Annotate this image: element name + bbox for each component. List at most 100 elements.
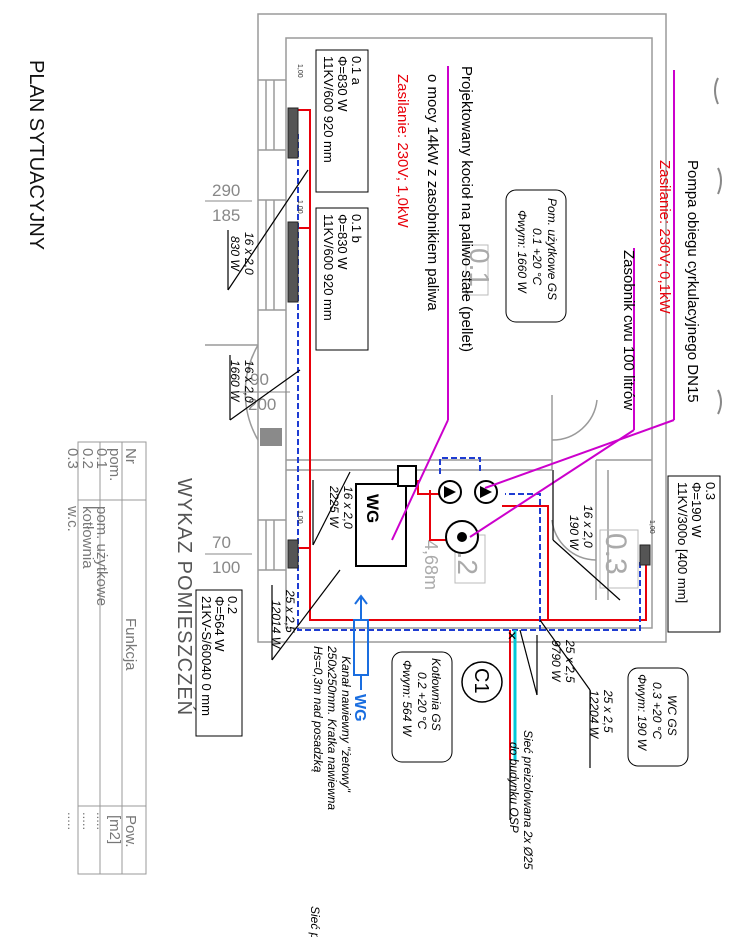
svg-text:do budynku OSP: do budynku OSP (507, 742, 521, 833)
svg-text:1,00: 1,00 (296, 200, 303, 214)
svg-text:200: 200 (248, 395, 276, 414)
plan-title: PLAN SYTUACYJNY (25, 60, 47, 250)
svg-text:16 x 2,0: 16 x 2,0 (341, 486, 355, 529)
boiler-power-label: o mocy 14kW z zasobnikiem paliwa (424, 74, 441, 311)
svg-text:4,68m: 4,68m (421, 540, 441, 590)
small-labels: 1,00 1,00 1,00 1,00 (296, 64, 655, 534)
leader-lines (227, 169, 621, 820)
svg-text:pom. użytkowe: pom. użytkowe (93, 506, 110, 606)
svg-text:Hs=0,3m nad posadzką: Hs=0,3m nad posadzką (311, 646, 325, 773)
tank-label: Zasobnik cwu 100 litrów (620, 250, 637, 410)
svg-text:1,00: 1,00 (296, 64, 303, 78)
svg-text:Pom. użytkowe GS: Pom. użytkowe GS (545, 198, 559, 300)
svg-text:0.3: 0.3 (64, 448, 81, 469)
svg-text:WG: WG (363, 494, 382, 523)
svg-text:Φwym: 564 W: Φwym: 564 W (400, 660, 414, 738)
svg-text:25 x 2,5: 25 x 2,5 (563, 639, 577, 683)
svg-text:90: 90 (250, 370, 269, 389)
wg-label: WG (351, 694, 368, 722)
svg-text:0.2: 0.2 (79, 448, 96, 469)
svg-text:Φwym: 1660 W: Φwym: 1660 W (515, 210, 529, 294)
svg-text:290: 290 (212, 181, 240, 200)
svg-text:185: 185 (212, 206, 240, 225)
table-row: 0.1 pom. użytkowe ..... (93, 448, 110, 830)
table-header-area2: [m2] (106, 815, 123, 844)
dimension-labels: 290 185 90 200 70 100 (205, 181, 290, 577)
room-table: WYKAZ POMIESZCZEŃ Nr pom. Funkcja Pow. [… (64, 441, 196, 875)
boiler-supply-label: Zasilanie: 230V; 1,0kW (394, 74, 411, 229)
svg-text:kotłownia: kotłownia (79, 506, 96, 569)
table-row: 0.3 w.c. ..... (64, 448, 81, 830)
leader-lines-magenta (391, 66, 675, 541)
svg-text:Kotłownia GS: Kotłownia GS (429, 658, 443, 731)
svg-text:9790 W: 9790 W (549, 640, 563, 683)
equipment-labels: Pompa obiegu cyrkulacyjnego DN15 Zasilan… (394, 66, 701, 410)
svg-text:16 x 2,0: 16 x 2,0 (242, 232, 256, 275)
svg-text:Φ=564 W: Φ=564 W (212, 596, 227, 652)
svg-text:0.1 +20 °C: 0.1 +20 °C (530, 228, 544, 286)
svg-text:Φ=830 W: Φ=830 W (335, 56, 350, 112)
svg-text:830 W: 830 W (228, 236, 242, 272)
svg-text:1,00: 1,00 (296, 510, 303, 524)
pipe-annotations: 16 x 2,0 830 W 16 x 2,0 1660 W 16 x 2,0 … (228, 232, 615, 740)
svg-text:0.1: 0.1 (464, 248, 495, 287)
svg-text:0.1 a: 0.1 a (349, 56, 364, 86)
svg-text:100: 100 (212, 558, 240, 577)
svg-text:.....: ..... (94, 812, 109, 830)
svg-text:.....: ..... (65, 812, 80, 830)
table-header-area: Pow. (122, 815, 139, 848)
svg-text:Φ=830 W: Φ=830 W (335, 214, 350, 270)
pump-label: Pompa obiegu cyrkulacyjnego DN15 (684, 160, 701, 403)
c1-marker: C1 (461, 661, 503, 703)
room-box-03: WC GS 0.3 +20 °C Φwym: 190 W (627, 667, 689, 767)
svg-text:250x250mm. Kratka nawiewna: 250x250mm. Kratka nawiewna (325, 645, 339, 810)
wall-column (260, 428, 282, 446)
svg-text:.....: ..... (80, 812, 95, 830)
room-box-01: Pom. użytkowe GS 0.1 +20 °C Φwym: 1660 W (505, 189, 567, 323)
svg-text:11KV/600 920 mm: 11KV/600 920 mm (321, 56, 336, 163)
svg-text:11KV/300o [400 mm]: 11KV/300o [400 mm] (675, 482, 690, 603)
notes: Kanał nawiewny "żetowy" 250x250mm. Kratk… (308, 645, 535, 937)
pump-power-label: Zasilanie: 230V; 0,1kW (656, 160, 673, 315)
svg-text:12204 W: 12204 W (587, 690, 601, 740)
radiator-box-01a: 0.1 a Φ=830 W 11KV/600 920 mm (315, 49, 369, 193)
radiator-box-03: 0.3 Φ=190 W 11KV/300o [400 mm] (667, 475, 721, 633)
table-row: 0.2 kotłownia ..... (79, 448, 96, 830)
room-table-title: WYKAZ POMIESZCZEŃ (173, 478, 196, 716)
svg-text:0.3: 0.3 (599, 533, 632, 575)
svg-text:190 W: 190 W (567, 515, 581, 551)
room-box-02: Kotłownia GS 0.2 +20 °C Φwym: 564 W (391, 651, 453, 763)
svg-text:0.3 +20 °C: 0.3 +20 °C (650, 682, 664, 740)
svg-text:0.2: 0.2 (225, 596, 240, 614)
svg-text:21KV-S/60040 0 mm: 21KV-S/60040 0 mm (199, 596, 214, 716)
building-walls (205, 13, 667, 643)
svg-text:16 x 2,0: 16 x 2,0 (242, 360, 256, 403)
svg-text:12014 W: 12014 W (269, 600, 283, 650)
svg-text:0.2 +20 °C: 0.2 +20 °C (415, 672, 429, 730)
svg-text:11KV/600 920 mm: 11KV/600 920 mm (321, 214, 336, 321)
edge-marks (714, 77, 722, 415)
boiler-label: Projektowany kocioł na paliwo stałe (pel… (458, 66, 475, 352)
radiator-box-01b: 0.1 b Φ=830 W 11KV/600 920 mm (315, 207, 369, 351)
svg-text:Φ=190 W: Φ=190 W (689, 482, 704, 538)
svg-text:25 x 2,5: 25 x 2,5 (601, 689, 615, 733)
svg-text:1660 W: 1660 W (228, 360, 242, 403)
svg-text:Φwym: 190 W: Φwym: 190 W (635, 674, 649, 752)
table-header-func: Funkcja (122, 618, 139, 671)
svg-text:16 x 2,0: 16 x 2,0 (581, 505, 595, 548)
svg-text:Sieć preizolowana 2x Ø25: Sieć preizolowana 2x Ø25 (521, 730, 535, 870)
radiator-box-02: 0.2 Φ=564 W 21KV-S/60040 0 mm (195, 589, 243, 737)
table-header-nr2: pom. (106, 448, 123, 481)
svg-text:70: 70 (212, 533, 231, 552)
svg-text:0.3: 0.3 (703, 482, 718, 500)
svg-text:0.1: 0.1 (93, 448, 110, 469)
svg-text:2225 W: 2225 W (327, 485, 341, 529)
svg-text:1,00: 1,00 (648, 520, 655, 534)
svg-text:25 x 2,5: 25 x 2,5 (283, 589, 297, 633)
table-header-nr: Nr (122, 448, 139, 464)
radiators (287, 107, 651, 569)
svg-text:C1: C1 (470, 668, 492, 694)
svg-text:WC GS: WC GS (665, 695, 679, 736)
svg-text:w.c.: w.c. (64, 505, 81, 532)
